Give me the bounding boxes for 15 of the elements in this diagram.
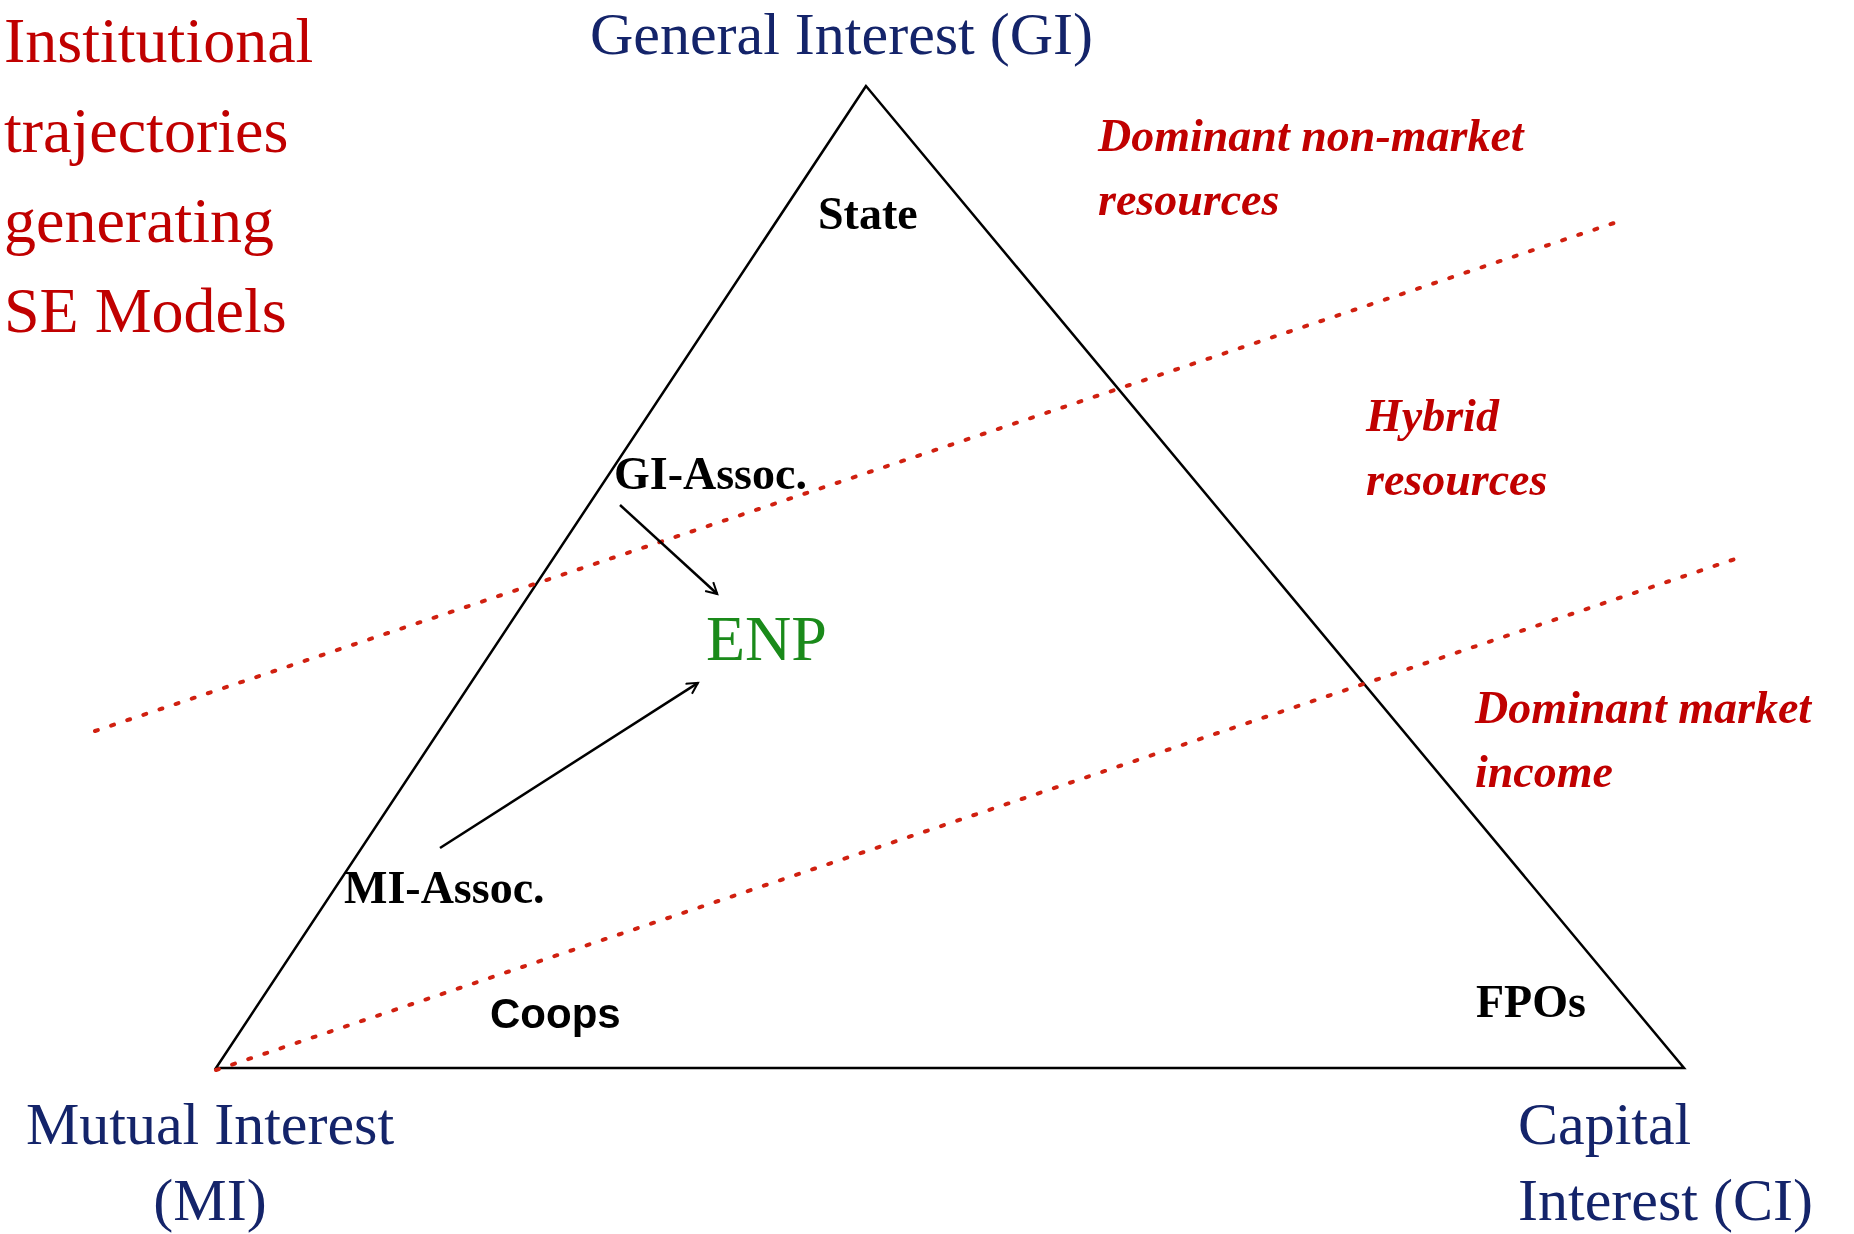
vertex-label: State (818, 188, 918, 241)
node-label: GI-Assoc. (614, 448, 807, 501)
region-label: Dominant non-market resources (1098, 109, 1526, 227)
corner-label: General Interest (GI) (590, 0, 1094, 69)
vertex-label: Coops (490, 990, 621, 1039)
corner-label: Capital Interest (CI) (1518, 1090, 1814, 1234)
vertex-label: FPOs (1476, 976, 1586, 1029)
region-label: Hybrid resources (1366, 389, 1549, 507)
arrow (439, 681, 699, 850)
node-label: ENP (706, 602, 827, 676)
title-text: Institutional trajectories generating SE Models (4, 4, 315, 348)
region-label: Dominant market income (1475, 681, 1813, 799)
corner-label: Mutual Interest (MI) (24, 1090, 396, 1234)
node-label: MI-Assoc. (344, 862, 545, 915)
arrow (619, 504, 719, 595)
